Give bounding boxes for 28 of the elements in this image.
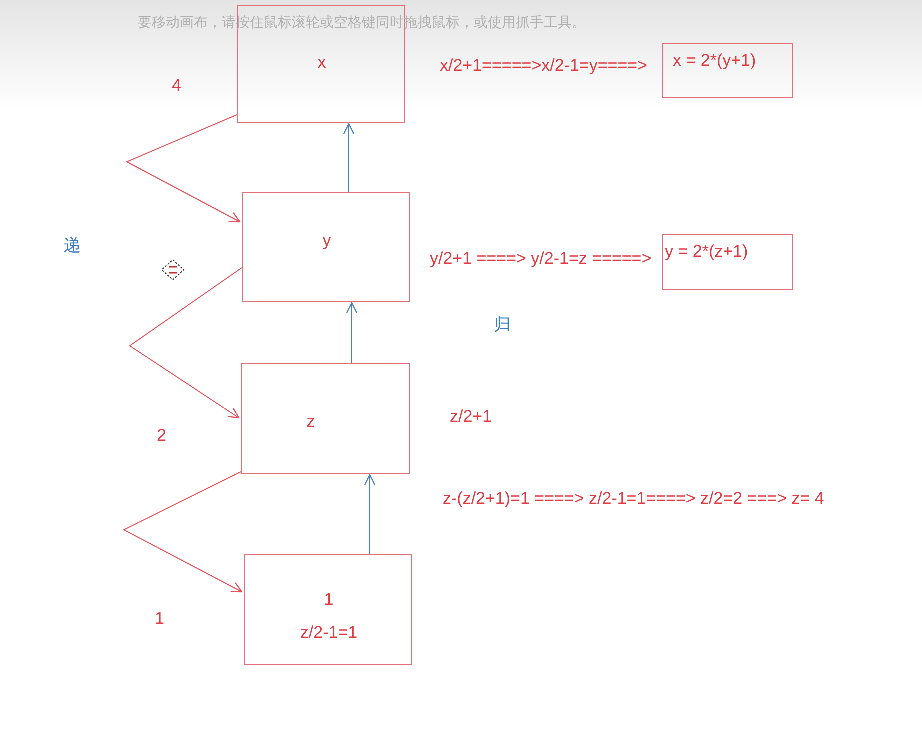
box-label: y	[322, 231, 332, 251]
box-label: x	[318, 53, 326, 73]
arrow	[126, 114, 241, 223]
step-number: 1	[155, 609, 164, 629]
box-label: x = 2*(y+1)	[673, 51, 756, 71]
arrow	[364, 474, 376, 554]
equation-text: y/2+1 ====> y/2-1=z =====>	[430, 249, 652, 269]
process-box	[241, 363, 410, 474]
step-number: 2	[157, 426, 166, 446]
side-label: 递	[64, 235, 81, 257]
box-label: y = 2*(z+1)	[665, 242, 748, 262]
box-label: z/2-1=1	[300, 623, 358, 643]
process-box	[662, 234, 793, 290]
side-label: 归	[494, 314, 511, 336]
box-label: z	[306, 412, 316, 432]
arrow	[129, 268, 242, 419]
equation-text: x/2+1=====>x/2-1=y====>	[440, 56, 648, 76]
arrow	[346, 302, 358, 364]
arrow	[343, 123, 355, 192]
arrow	[122, 472, 243, 593]
process-box	[242, 192, 410, 302]
box-label: 1	[324, 590, 334, 610]
process-box	[244, 554, 412, 665]
equation-text: z/2+1	[450, 407, 492, 427]
process-box	[237, 5, 405, 123]
step-number: 4	[172, 76, 182, 96]
process-box	[662, 43, 793, 98]
equation-text: z-(z/2+1)=1 ====> z/2-1=1====> z/2=2 ===> z= 4	[443, 489, 824, 509]
